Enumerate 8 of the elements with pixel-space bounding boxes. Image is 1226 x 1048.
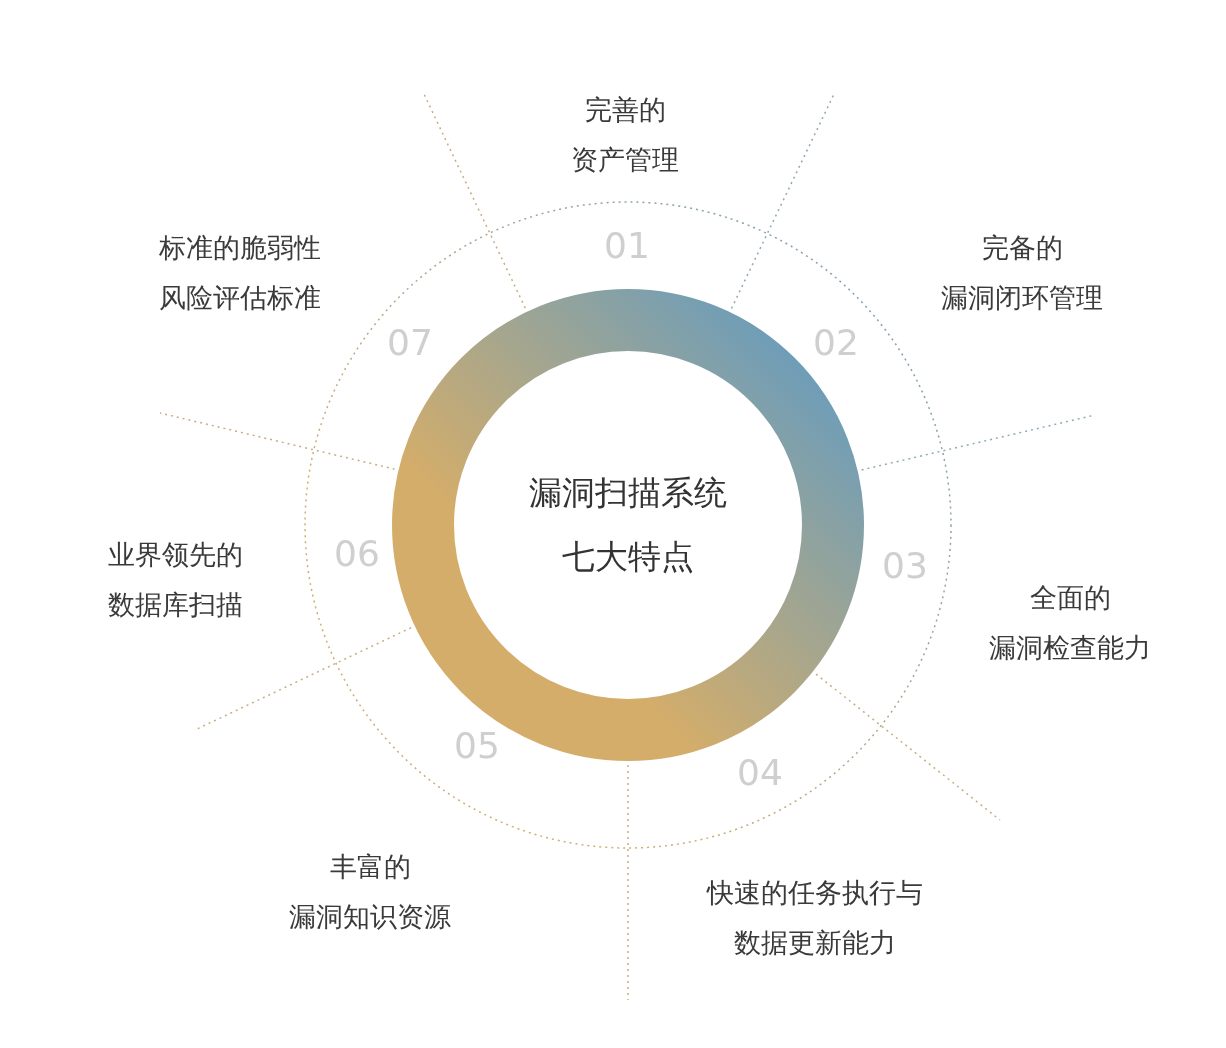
feature-label: 业界领先的数据库扫描 (107, 538, 243, 622)
feature-label: 丰富的漏洞知识资源 (289, 850, 451, 934)
center-title: 漏洞扫描系统七大特点 (529, 472, 727, 578)
feature-label: 全面的漏洞检查能力 (989, 581, 1151, 665)
feature-label: 完善的资产管理 (571, 93, 679, 177)
feature-label: 快速的任务执行与数据更新能力 (707, 876, 923, 960)
feature-label: 标准的脆弱性风险评估标准 (159, 231, 321, 315)
feature-label: 完备的漏洞闭环管理 (941, 231, 1103, 315)
